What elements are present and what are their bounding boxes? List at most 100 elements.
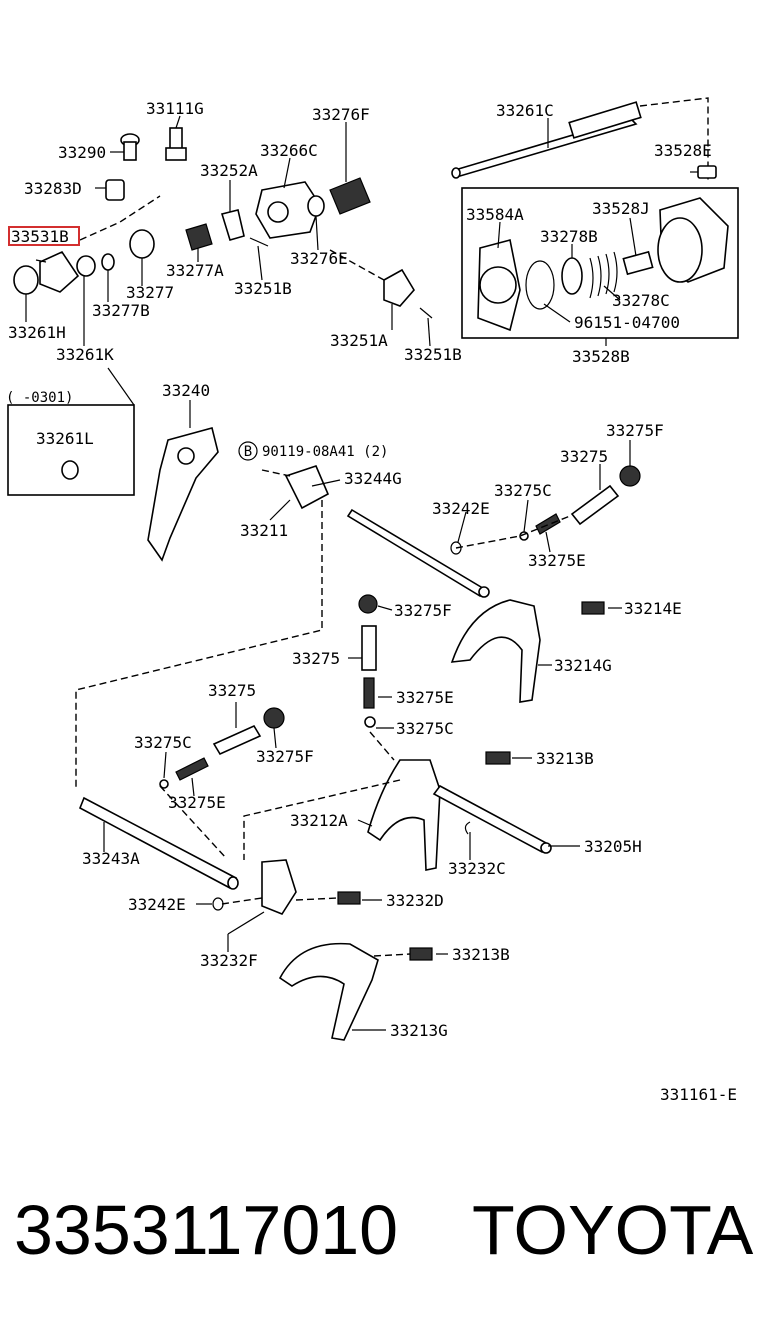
seal-33277b[interactable] xyxy=(101,253,115,271)
label-33213b-b[interactable]: 33213B xyxy=(452,945,510,964)
ball-33275c-b[interactable] xyxy=(364,716,376,728)
label-33242e-a[interactable]: 33242E xyxy=(432,499,490,518)
label-33232f[interactable]: 33232F xyxy=(200,951,258,970)
ring-33232c[interactable] xyxy=(464,821,471,835)
plug-33290[interactable] xyxy=(120,133,140,161)
plug-33275f-c[interactable] xyxy=(263,707,285,729)
block-33251a[interactable] xyxy=(383,268,415,307)
label-33275f-a[interactable]: 33275F xyxy=(606,421,664,440)
label-33261c[interactable]: 33261C xyxy=(496,101,554,120)
label-33261h[interactable]: 33261H xyxy=(8,323,66,342)
label-33290[interactable]: 33290 xyxy=(58,143,106,162)
housing-33531b[interactable] xyxy=(39,250,80,293)
label-33213b-a[interactable]: 33213B xyxy=(536,749,594,768)
label-33278c[interactable]: 33278C xyxy=(612,291,670,310)
ball-33275c-c[interactable] xyxy=(159,779,169,789)
bushing-33261l[interactable] xyxy=(61,460,79,480)
label-33275-c[interactable]: 33275 xyxy=(208,681,256,700)
ring-33242e-a[interactable] xyxy=(450,541,462,555)
label-33276e[interactable]: 33276E xyxy=(290,249,348,268)
label-33212a[interactable]: 33212A xyxy=(290,811,348,830)
label-33275e-a[interactable]: 33275E xyxy=(528,551,586,570)
label-33252a[interactable]: 33252A xyxy=(200,161,258,180)
spring-33275e-c[interactable] xyxy=(175,757,209,781)
label-33275c-b[interactable]: 33275C xyxy=(396,719,454,738)
label-33275f-c[interactable]: 33275F xyxy=(256,747,314,766)
label-33528b[interactable]: 33528B xyxy=(572,347,630,366)
label-33275e-b[interactable]: 33275E xyxy=(396,688,454,707)
plug-33275f-b[interactable] xyxy=(358,594,378,614)
label-33214e[interactable]: 33214E xyxy=(624,599,682,618)
pin-33275-c[interactable] xyxy=(212,724,262,756)
label-33584a[interactable]: 33584A xyxy=(466,205,524,224)
plug-33275f-a[interactable] xyxy=(619,465,641,487)
spring-33277a[interactable] xyxy=(185,223,213,251)
lever-33266c[interactable] xyxy=(255,181,321,239)
label-callout-bolt[interactable]: 90119-08A41 (2) xyxy=(262,444,388,460)
bolt-33232d[interactable] xyxy=(337,891,361,905)
label-33277[interactable]: 33277 xyxy=(126,283,174,302)
label-33242e-b[interactable]: 33242E xyxy=(128,895,186,914)
label-33244g[interactable]: 33244G xyxy=(344,469,402,488)
label-33528j[interactable]: 33528J xyxy=(592,199,650,218)
bolt-33214e[interactable] xyxy=(581,601,605,615)
label-33240[interactable]: 33240 xyxy=(162,381,210,400)
pin-33252a[interactable] xyxy=(220,209,245,241)
spring-33275e-b[interactable] xyxy=(363,677,375,709)
spring-33275e-a[interactable] xyxy=(535,513,561,535)
plug-33283d[interactable] xyxy=(105,179,125,201)
bolt-33213b-b[interactable] xyxy=(409,947,433,961)
label-33243a[interactable]: 33243A xyxy=(82,849,140,868)
rod-33244g[interactable] xyxy=(346,508,490,598)
label-33214g[interactable]: 33214G xyxy=(554,656,612,675)
label-33276f[interactable]: 33276F xyxy=(312,105,370,124)
label-96151-04700[interactable]: 96151-04700 xyxy=(574,313,680,332)
pin-33251b-a[interactable] xyxy=(249,237,269,247)
label-33275c-a[interactable]: 33275C xyxy=(494,481,552,500)
bolt-33213b-a[interactable] xyxy=(485,751,511,765)
spring-33278c[interactable] xyxy=(589,251,618,299)
label-33232c[interactable]: 33232C xyxy=(448,859,506,878)
bolt-33528e[interactable] xyxy=(690,165,717,179)
pin-33275-a[interactable] xyxy=(570,484,620,526)
label-33275-a[interactable]: 33275 xyxy=(560,447,608,466)
label-33261l[interactable]: 33261L xyxy=(36,429,94,448)
snap-ring-96151[interactable] xyxy=(525,260,555,310)
label-33261k[interactable]: 33261K xyxy=(56,345,114,364)
spring-33276f[interactable] xyxy=(329,177,371,215)
shaft-33261c[interactable] xyxy=(451,101,642,179)
lever-33240[interactable] xyxy=(147,427,219,562)
bushing-33261k[interactable] xyxy=(76,255,96,277)
label-33275e-c[interactable]: 33275E xyxy=(168,793,226,812)
pin-33528j[interactable] xyxy=(622,250,654,276)
pin-33275-b[interactable] xyxy=(361,625,377,671)
washer-33276e[interactable] xyxy=(307,195,325,217)
label-33277b[interactable]: 33277B xyxy=(92,301,150,320)
plug-33278b[interactable] xyxy=(561,257,583,295)
label-33213g[interactable]: 33213G xyxy=(390,1021,448,1040)
fork-33212a[interactable] xyxy=(367,759,441,871)
label-33278b[interactable]: 33278B xyxy=(540,227,598,246)
breather-33111g[interactable] xyxy=(165,127,187,161)
fork-33214g[interactable] xyxy=(450,599,541,703)
label-33232d[interactable]: 33232D xyxy=(386,891,444,910)
rod-33243a[interactable] xyxy=(78,796,239,890)
label-33251b-a[interactable]: 33251B xyxy=(234,279,292,298)
gasket-33584a[interactable] xyxy=(477,239,521,332)
label-33531b[interactable]: 33531B xyxy=(11,227,69,246)
label-33111g[interactable]: 33111G xyxy=(146,99,204,118)
bushing-33277[interactable] xyxy=(129,229,155,259)
ring-33242e-b[interactable] xyxy=(212,897,224,911)
pin-33251b-b[interactable] xyxy=(419,307,433,319)
label-33277a[interactable]: 33277A xyxy=(166,261,224,280)
label-33211[interactable]: 33211 xyxy=(240,521,288,540)
rod-33205h[interactable] xyxy=(432,784,552,854)
label-33266c[interactable]: 33266C xyxy=(260,141,318,160)
label-33251b-b[interactable]: 33251B xyxy=(404,345,462,364)
label-33275-b[interactable]: 33275 xyxy=(292,649,340,668)
fork-33213g[interactable] xyxy=(278,942,379,1041)
label-33205h[interactable]: 33205H xyxy=(584,837,642,856)
retainer-33528b[interactable] xyxy=(657,197,729,283)
label-33251a[interactable]: 33251A xyxy=(330,331,388,350)
lever-33232f[interactable] xyxy=(261,859,297,915)
